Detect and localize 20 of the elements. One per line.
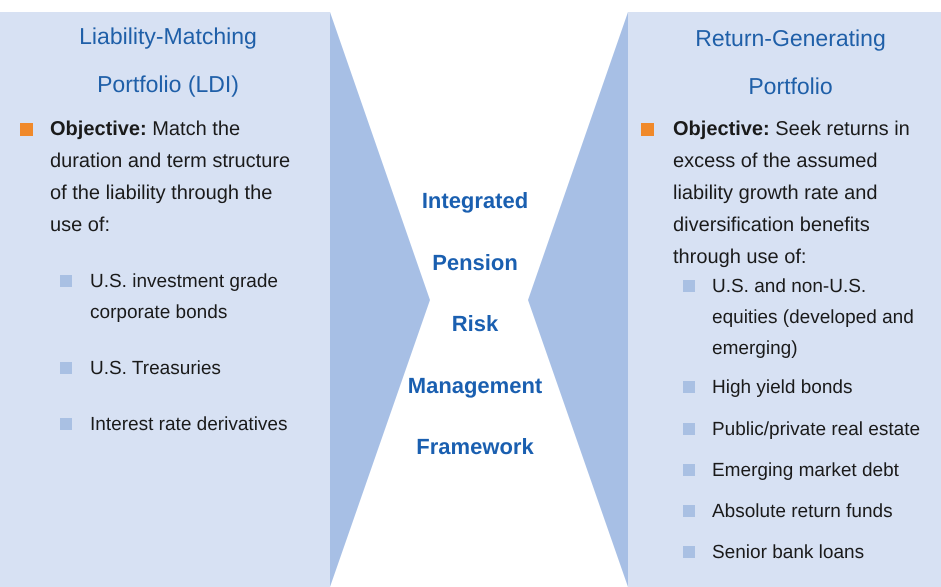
portfolio-panel [628,12,941,587]
bullet-text: Public/private real estate [712,418,922,442]
bullet-text: High yield bonds [712,376,854,400]
bullet-text: Absolute return funds [712,500,894,524]
bullet-text: Senior bank loans [712,541,866,565]
bullet-text: U.S. Treasuries [90,357,222,381]
portfolio-panel [0,12,330,587]
objective-text: Objective: Match the duration and term structure of the liability through the use of: [50,117,292,238]
objective-text: Objective: Seek returns in excess of the assumed liability growth rate and diversification benefits through use of: [673,117,911,270]
panel-heading: Liability-Matching Portfolio (LDI) [78,22,258,99]
panel-heading: Return-Generating Portfolio [694,24,887,101]
bullet-text: Interest rate derivatives [90,413,288,437]
center-label: Risk [452,311,498,337]
bullet-text: U.S. and non-U.S. equities (developed and emerging) [712,275,915,361]
bullet-text: U.S. investment grade corporate bonds [90,270,279,325]
center-label: Pension [432,250,518,276]
bullet-text: Emerging market debt [712,459,900,483]
center-label: Framework [416,434,534,460]
center-label: Management [408,373,542,399]
center-label: Integrated [422,188,528,214]
